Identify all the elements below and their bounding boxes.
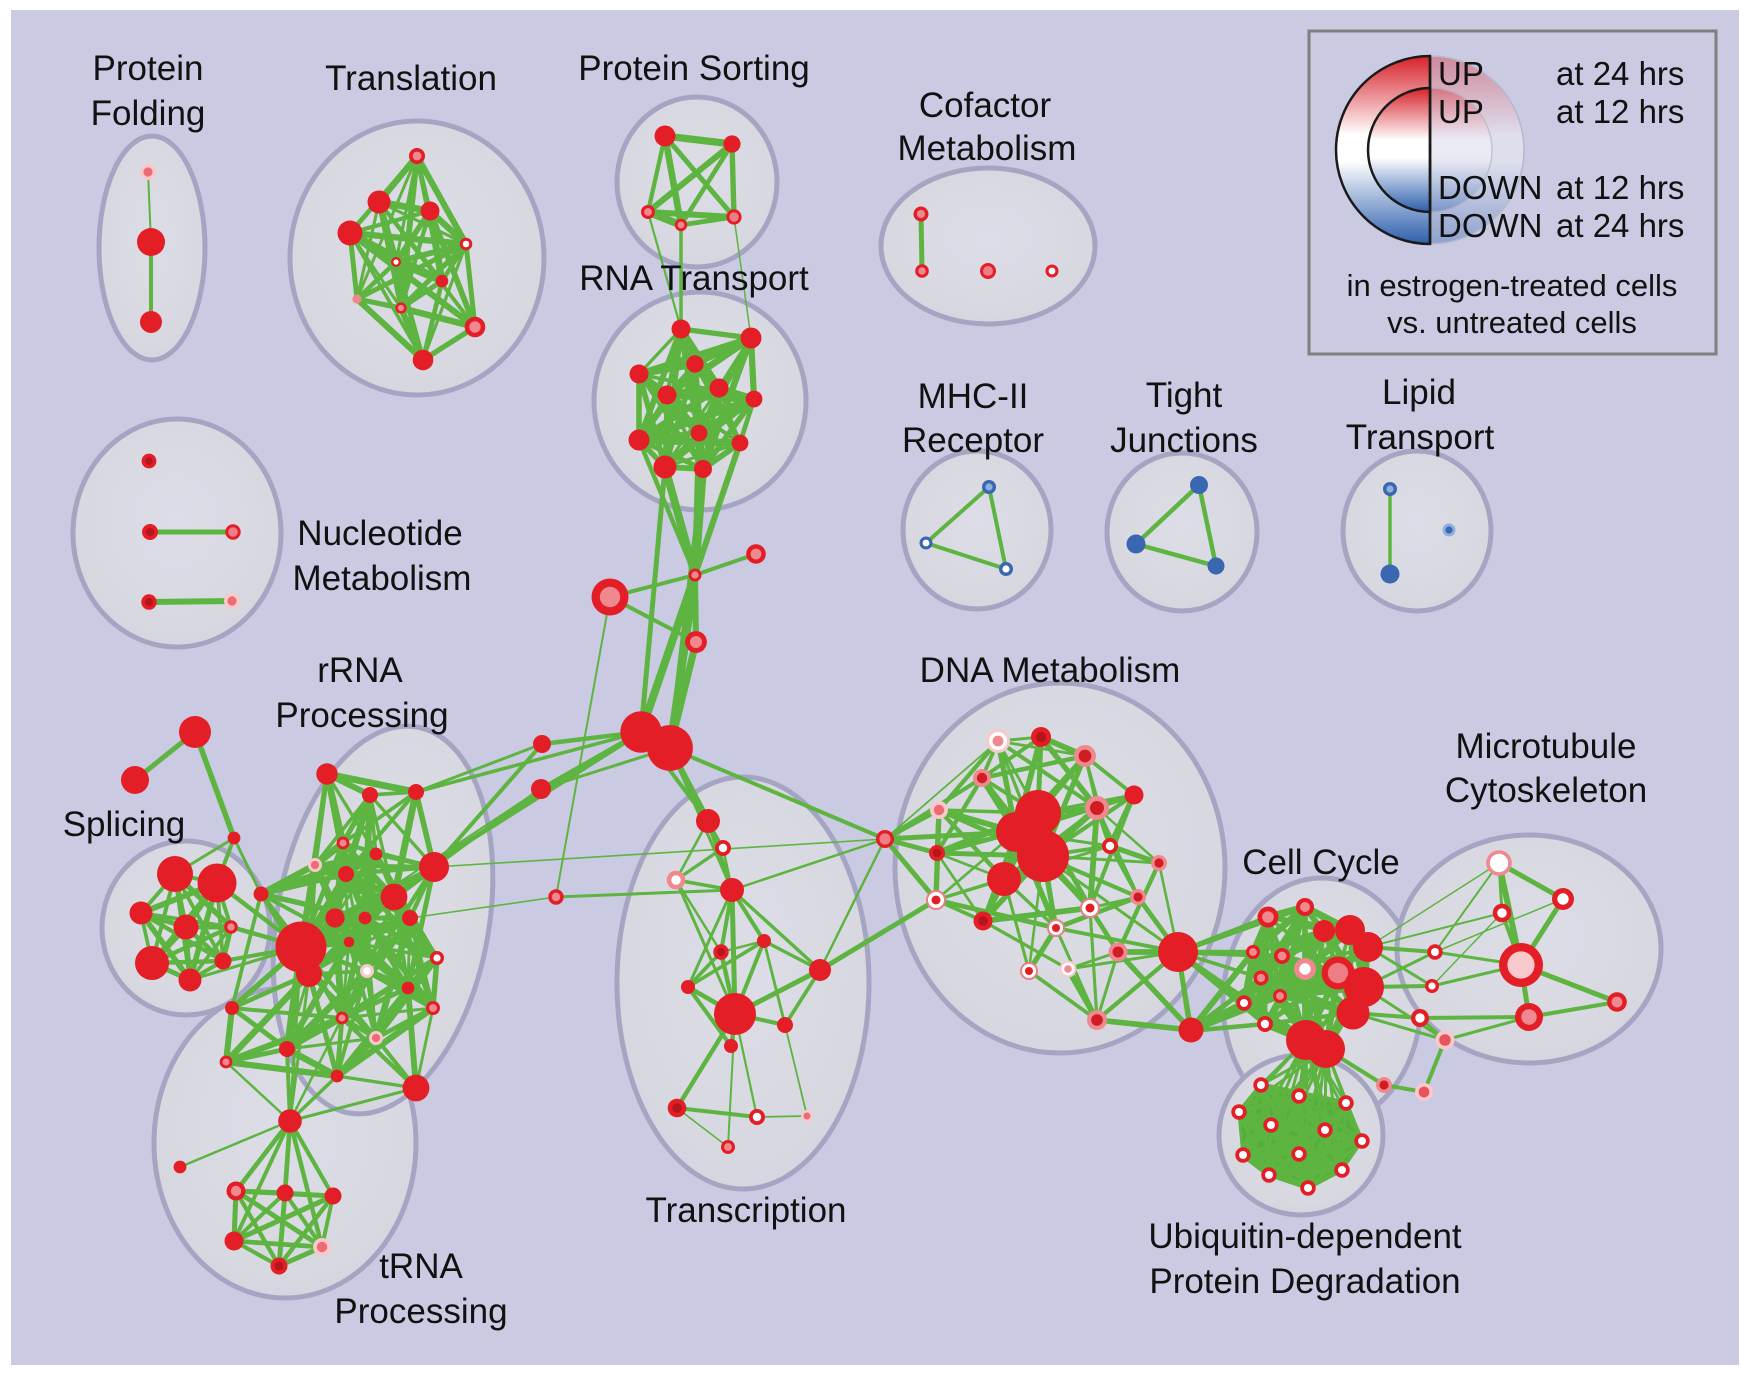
svg-text:MHC-II: MHC-II (918, 377, 1029, 416)
svg-text:at 12 hrs: at 12 hrs (1556, 93, 1684, 130)
svg-text:Protein Degradation: Protein Degradation (1149, 1262, 1460, 1301)
svg-text:Cell Cycle: Cell Cycle (1242, 843, 1400, 882)
svg-text:tRNA: tRNA (379, 1247, 463, 1286)
svg-text:at 12 hrs: at 12 hrs (1556, 169, 1684, 206)
svg-text:Processing: Processing (275, 696, 448, 735)
svg-text:Cytoskeleton: Cytoskeleton (1445, 771, 1647, 810)
svg-text:Protein Sorting: Protein Sorting (578, 49, 810, 88)
svg-text:Microtubule: Microtubule (1456, 727, 1637, 766)
svg-text:Receptor: Receptor (902, 421, 1044, 460)
svg-text:rRNA: rRNA (317, 651, 403, 690)
svg-text:Transcription: Transcription (646, 1191, 847, 1230)
svg-text:Ubiquitin-dependent: Ubiquitin-dependent (1148, 1217, 1462, 1256)
svg-text:UP: UP (1438, 93, 1484, 130)
svg-text:Transport: Transport (1346, 418, 1495, 457)
svg-text:Tight: Tight (1146, 376, 1223, 415)
svg-text:Junctions: Junctions (1110, 421, 1258, 460)
svg-text:Metabolism: Metabolism (293, 559, 472, 598)
svg-text:at 24 hrs: at 24 hrs (1556, 207, 1684, 244)
svg-text:Protein: Protein (93, 49, 204, 88)
svg-text:at 24 hrs: at 24 hrs (1556, 55, 1684, 92)
svg-text:DNA Metabolism: DNA Metabolism (920, 651, 1181, 690)
svg-text:Metabolism: Metabolism (898, 129, 1077, 168)
svg-text:Folding: Folding (91, 94, 206, 133)
svg-text:Cofactor: Cofactor (919, 86, 1052, 125)
svg-text:DOWN: DOWN (1438, 207, 1542, 244)
svg-text:RNA Transport: RNA Transport (579, 259, 809, 298)
svg-text:vs. untreated cells: vs. untreated cells (1387, 305, 1637, 340)
svg-text:DOWN: DOWN (1438, 169, 1542, 206)
svg-text:UP: UP (1438, 55, 1484, 92)
svg-text:Translation: Translation (325, 59, 497, 98)
svg-text:Nucleotide: Nucleotide (297, 514, 462, 553)
svg-text:Lipid: Lipid (1382, 373, 1456, 412)
svg-text:in estrogen-treated cells: in estrogen-treated cells (1347, 268, 1678, 303)
svg-text:Splicing: Splicing (63, 805, 186, 844)
svg-text:Processing: Processing (334, 1292, 507, 1331)
